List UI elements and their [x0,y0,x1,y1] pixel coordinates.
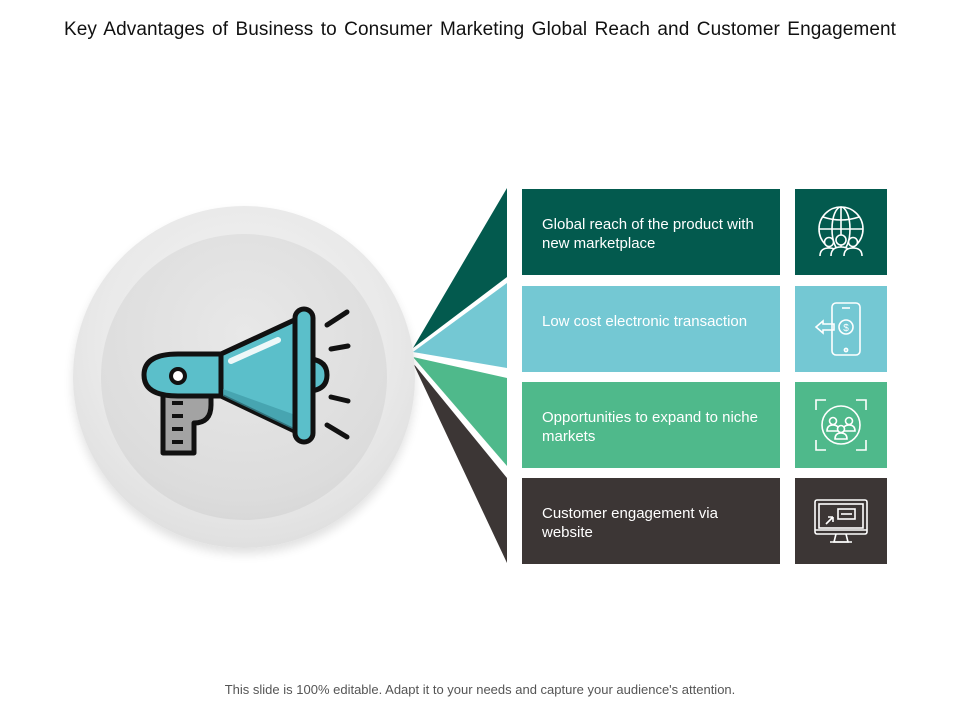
svg-text:$: $ [843,323,849,334]
target-group-icon [815,399,867,451]
advantage-icon-box-3 [795,382,887,468]
advantage-text: Global reach of the product with new mar… [542,216,754,252]
fan-wedge-2 [413,283,507,368]
footer-note: This slide is 100% editable. Adapt it to… [224,682,736,697]
phone-payment-icon: $ [814,302,861,356]
globe-people-icon [818,206,864,257]
advantage-row-4: Customer engagement via website [522,478,780,564]
megaphone-icon [141,306,351,456]
advantage-row-3: Opportunities to expand to niche markets [522,382,780,468]
advantage-row-1: Global reach of the product with new mar… [522,189,780,275]
advantage-icon-box-1 [795,189,887,275]
advantage-text: Opportunities to expand to niche markets [542,409,758,445]
monitor-website-icon [814,499,868,543]
advantage-icon-box-4 [795,478,887,564]
advantage-text: Low cost electronic transaction [542,313,748,330]
advantage-icon-box-2: $ [795,286,887,372]
fan-wedge-4 [413,363,507,563]
slide-title: Key Advantages of Business to Consumer M… [63,19,897,40]
advantage-text: Customer engagement via website [542,505,718,541]
fan-wedge-1 [413,188,507,348]
fan-wedge-3 [413,357,507,466]
advantage-row-2: Low cost electronic transaction [522,286,780,372]
